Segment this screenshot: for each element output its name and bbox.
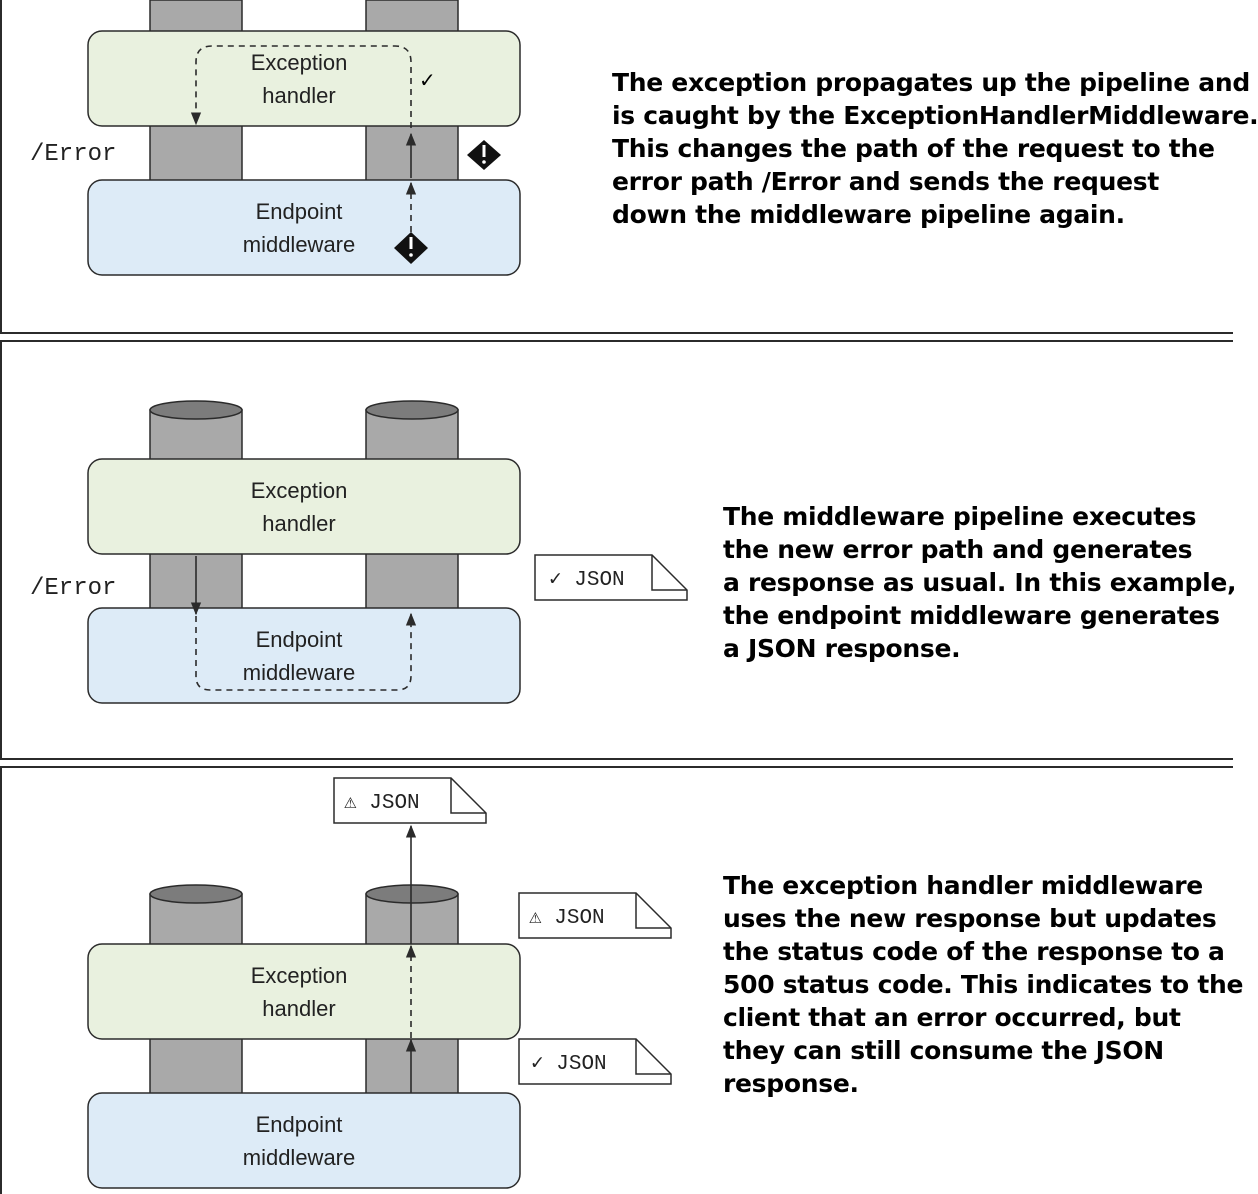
exception-handler-box: [87, 943, 521, 1040]
endpoint-middleware-box: [87, 1092, 521, 1189]
caption-line: the status code of the response to a: [723, 937, 1225, 966]
json-document-label: ✓ JSON: [549, 569, 625, 592]
caption-line: The exception handler middleware: [723, 871, 1203, 900]
endpoint-middleware-label-1: Endpoint: [256, 1112, 343, 1137]
panel-3-caption: The exception handler middleware uses th…: [723, 869, 1243, 1100]
exception-handler-label-2: handler: [262, 83, 335, 108]
json-error-document-label: ⚠ JSON: [344, 792, 420, 815]
panel-3-diagram: Exception handler Endpoint middleware ⚠ …: [87, 777, 672, 1189]
endpoint-middleware-label-1: Endpoint: [256, 627, 343, 652]
endpoint-middleware-label-2: middleware: [243, 232, 356, 257]
panel-2-caption: The middleware pipeline executes the new…: [723, 500, 1237, 665]
endpoint-middleware-box: [87, 607, 521, 704]
panel-2-top-border: [0, 340, 1233, 342]
endpoint-middleware-label-1: Endpoint: [256, 199, 343, 224]
panel-3: [0, 766, 1233, 1194]
caption-line: is caught by the ExceptionHandlerMiddlew…: [612, 101, 1258, 130]
panel-1-divider: [0, 332, 1233, 334]
exception-handler-box: [87, 30, 521, 127]
pillar-right-top: [365, 400, 459, 420]
panel-1-diagram: Exception handler Endpoint middleware /E…: [30, 0, 521, 276]
exception-handler-box: [87, 458, 521, 555]
panel-2: [0, 340, 1233, 760]
json-error-document-icon-middle: ⚠ JSON: [518, 892, 672, 939]
caption-line: the new error path and generates: [723, 535, 1193, 564]
caption-line: The exception propagates up the pipeline…: [612, 68, 1250, 97]
endpoint-loop-arrow: [195, 612, 417, 691]
caption-line: they can still consume the JSON: [723, 1036, 1164, 1065]
json-error-document-label: ⚠ JSON: [529, 907, 605, 930]
caption-line: error path /Error and sends the request: [612, 167, 1159, 196]
caption-line: response.: [723, 1069, 859, 1098]
json-error-document-icon-top: ⚠ JSON: [333, 777, 487, 824]
caption-line: The middleware pipeline executes: [723, 502, 1197, 531]
exception-handler-label-1: Exception: [251, 50, 348, 75]
caption-line: client that an error occurred, but: [723, 1003, 1181, 1032]
exception-handler-label-2: handler: [262, 511, 335, 536]
exception-handler-label-1: Exception: [251, 963, 348, 988]
endpoint-middleware-label-2: middleware: [243, 660, 356, 685]
exception-diamond-icon: [394, 232, 428, 264]
endpoint-middleware-label-2: middleware: [243, 1145, 356, 1170]
caption-line: uses the new response but updates: [723, 904, 1217, 933]
caption-line: This changes the path of the request to …: [612, 134, 1215, 163]
panel-1: [0, 0, 1233, 334]
pillar-left-top: [149, 884, 243, 904]
error-path-label: /Error: [30, 141, 116, 168]
panel-2-divider: [0, 758, 1233, 760]
error-path-label: /Error: [30, 575, 116, 602]
panel-1-caption: The exception propagates up the pipeline…: [612, 66, 1258, 231]
exception-handler-label-1: Exception: [251, 478, 348, 503]
exception-diamond-icon: [467, 140, 501, 170]
caption-line: 500 status code. This indicates to the: [723, 970, 1244, 999]
json-document-icon: ✓ JSON: [534, 554, 688, 601]
json-document-icon: ✓ JSON: [518, 1038, 672, 1085]
caption-line: a response as usual. In this example,: [723, 568, 1237, 597]
caption-line: down the middleware pipeline again.: [612, 200, 1125, 229]
panel-2-diagram: Exception handler Endpoint middleware /E…: [30, 400, 688, 704]
caption-line: the endpoint middleware generates: [723, 601, 1220, 630]
pillar-left-top: [149, 400, 243, 420]
exception-handler-label-2: handler: [262, 996, 335, 1021]
json-document-label: ✓ JSON: [531, 1053, 607, 1076]
panel-3-top-border: [0, 766, 1233, 768]
check-icon: ✓: [419, 68, 436, 92]
endpoint-middleware-box: [87, 179, 521, 276]
caption-line: a JSON response.: [723, 634, 961, 663]
pillar-right-top: [365, 884, 459, 904]
